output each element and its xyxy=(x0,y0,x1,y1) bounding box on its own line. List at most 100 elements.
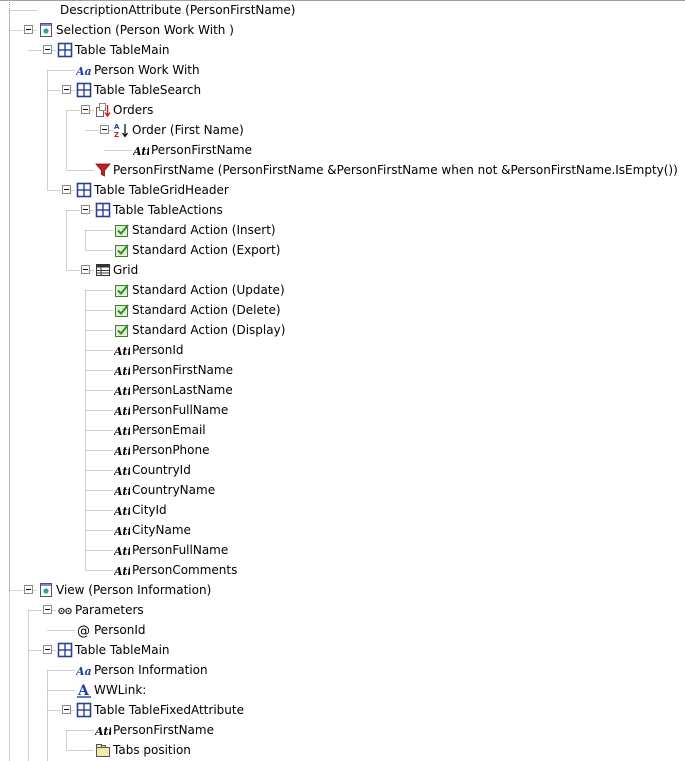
svg-text:Att: Att xyxy=(114,445,130,458)
collapse-toggle[interactable] xyxy=(24,585,33,594)
action-export-node[interactable]: Standard Action (Export) xyxy=(0,240,685,260)
attribute-icon: Att xyxy=(114,522,130,538)
node-label: DescriptionAttribute (PersonFirstName) xyxy=(60,3,296,17)
svg-text:Att: Att xyxy=(133,145,149,158)
node-label: PersonFullName xyxy=(132,403,229,417)
filter-personfirstname-node[interactable]: PersonFirstName (PersonFirstName &Person… xyxy=(0,160,685,180)
attribute-icon: Att xyxy=(114,402,130,418)
svg-text:@: @ xyxy=(77,624,90,638)
attribute-icon: Att xyxy=(95,722,111,738)
attr-personlastname-node[interactable]: AttPersonLastName xyxy=(0,380,685,400)
collapse-toggle[interactable] xyxy=(81,105,90,114)
attribute-icon: Att xyxy=(114,462,130,478)
attr-personfirstname-node[interactable]: AttPersonFirstName xyxy=(0,360,685,380)
attr-personid-node[interactable]: AttPersonId xyxy=(0,340,685,360)
svg-text:A: A xyxy=(77,683,90,698)
attribute-icon: Att xyxy=(114,442,130,458)
order-attribute-personfirstname-node[interactable]: AttPersonFirstName xyxy=(0,140,685,160)
attr-personfullname-2-node[interactable]: AttPersonFullName xyxy=(0,540,685,560)
node-label: Parameters xyxy=(75,603,144,617)
action-display-node[interactable]: Standard Action (Display) xyxy=(0,320,685,340)
node-label: Table TableGridHeader xyxy=(94,183,229,197)
view-node[interactable]: View (Person Information) xyxy=(0,580,685,600)
attr-cityid-node[interactable]: AttCityId xyxy=(0,500,685,520)
action-update-node[interactable]: Standard Action (Update) xyxy=(0,280,685,300)
view-table-tablemain-node[interactable]: Table TableMain xyxy=(0,640,685,660)
node-label: Selection (Person Work With ) xyxy=(56,23,234,37)
collapse-toggle[interactable] xyxy=(43,645,52,654)
node-label: PersonLastName xyxy=(132,383,233,397)
svg-text:Att: Att xyxy=(114,365,130,378)
attr-cityname-node[interactable]: AttCityName xyxy=(0,520,685,540)
node-label: CityId xyxy=(132,503,167,517)
attr-personcomments-node[interactable]: AttPersonComments xyxy=(0,560,685,580)
node-label: Table TableMain xyxy=(75,643,170,657)
attr-personemail-node[interactable]: AttPersonEmail xyxy=(0,420,685,440)
selection-node[interactable]: Selection (Person Work With ) xyxy=(0,20,685,40)
collapse-toggle[interactable] xyxy=(43,605,52,614)
attribute-icon: Att xyxy=(114,422,130,438)
node-label: Tabs position xyxy=(113,743,191,757)
attribute-icon: Att xyxy=(114,562,130,578)
attr-countryid-node[interactable]: AttCountryId xyxy=(0,460,685,480)
action-icon xyxy=(114,322,130,338)
node-label: PersonEmail xyxy=(132,423,206,437)
tabs-icon xyxy=(95,742,111,758)
table-tablesearch-node[interactable]: Table TableSearch xyxy=(0,80,685,100)
table-tableactions-node[interactable]: Table TableActions xyxy=(0,200,685,220)
action-icon xyxy=(114,282,130,298)
node-label: PersonComments xyxy=(132,563,238,577)
table-tablemain-node[interactable]: Table TableMain xyxy=(0,40,685,60)
node-label: Table TableFixedAttribute xyxy=(94,703,244,717)
fixed-attr-personfirstname-node[interactable]: AttPersonFirstName xyxy=(0,720,685,740)
collapse-toggle[interactable] xyxy=(100,125,109,134)
node-label: Orders xyxy=(113,103,154,117)
node-label: Standard Action (Delete) xyxy=(132,303,281,317)
node-label: PersonFullName xyxy=(132,543,229,557)
param-personid-node[interactable]: @ PersonId xyxy=(0,620,685,640)
node-label: Table TableMain xyxy=(75,43,170,57)
top-border xyxy=(0,0,685,1)
text-aa-icon: Aa xyxy=(76,662,92,678)
collapse-toggle[interactable] xyxy=(81,205,90,214)
node-label: Standard Action (Display) xyxy=(132,323,286,337)
collapse-toggle[interactable] xyxy=(62,185,71,194)
grid-node[interactable]: Grid xyxy=(0,260,685,280)
at-icon: @ xyxy=(76,622,92,638)
node-label: PersonFirstName (PersonFirstName &Person… xyxy=(113,163,678,177)
attr-countryname-node[interactable]: AttCountryName xyxy=(0,480,685,500)
node-label: Order (First Name) xyxy=(132,123,244,137)
svg-text:Att: Att xyxy=(114,465,130,478)
orders-node[interactable]: Orders xyxy=(0,100,685,120)
parameters-node[interactable]: Parameters xyxy=(0,600,685,620)
collapse-toggle[interactable] xyxy=(62,705,71,714)
node-label: Person Information xyxy=(94,663,208,677)
tabs-position-node[interactable]: Tabs position xyxy=(0,740,685,760)
table-icon xyxy=(76,702,92,718)
collapse-toggle[interactable] xyxy=(43,45,52,54)
table-icon xyxy=(57,642,73,658)
node-label: PersonId xyxy=(94,623,146,637)
grid-icon xyxy=(95,262,111,278)
collapse-toggle[interactable] xyxy=(81,265,90,274)
svg-text:Aa: Aa xyxy=(76,65,92,78)
attribute-icon: Att xyxy=(133,142,149,158)
description-attribute-node[interactable]: DescriptionAttribute (PersonFirstName) xyxy=(0,0,685,20)
attr-personfullname-node[interactable]: AttPersonFullName xyxy=(0,400,685,420)
node-label: PersonPhone xyxy=(132,443,210,457)
collapse-toggle[interactable] xyxy=(24,25,33,34)
attr-personphone-node[interactable]: AttPersonPhone xyxy=(0,440,685,460)
node-label: PersonFirstName xyxy=(151,143,252,157)
action-insert-node[interactable]: Standard Action (Insert) xyxy=(0,220,685,240)
node-label: Grid xyxy=(113,263,139,277)
table-tablefixedattribute-node[interactable]: Table TableFixedAttribute xyxy=(0,700,685,720)
collapse-toggle[interactable] xyxy=(62,85,71,94)
table-tablegridheader-node[interactable]: Table TableGridHeader xyxy=(0,180,685,200)
svg-text:Att: Att xyxy=(114,565,130,578)
action-delete-node[interactable]: Standard Action (Delete) xyxy=(0,300,685,320)
